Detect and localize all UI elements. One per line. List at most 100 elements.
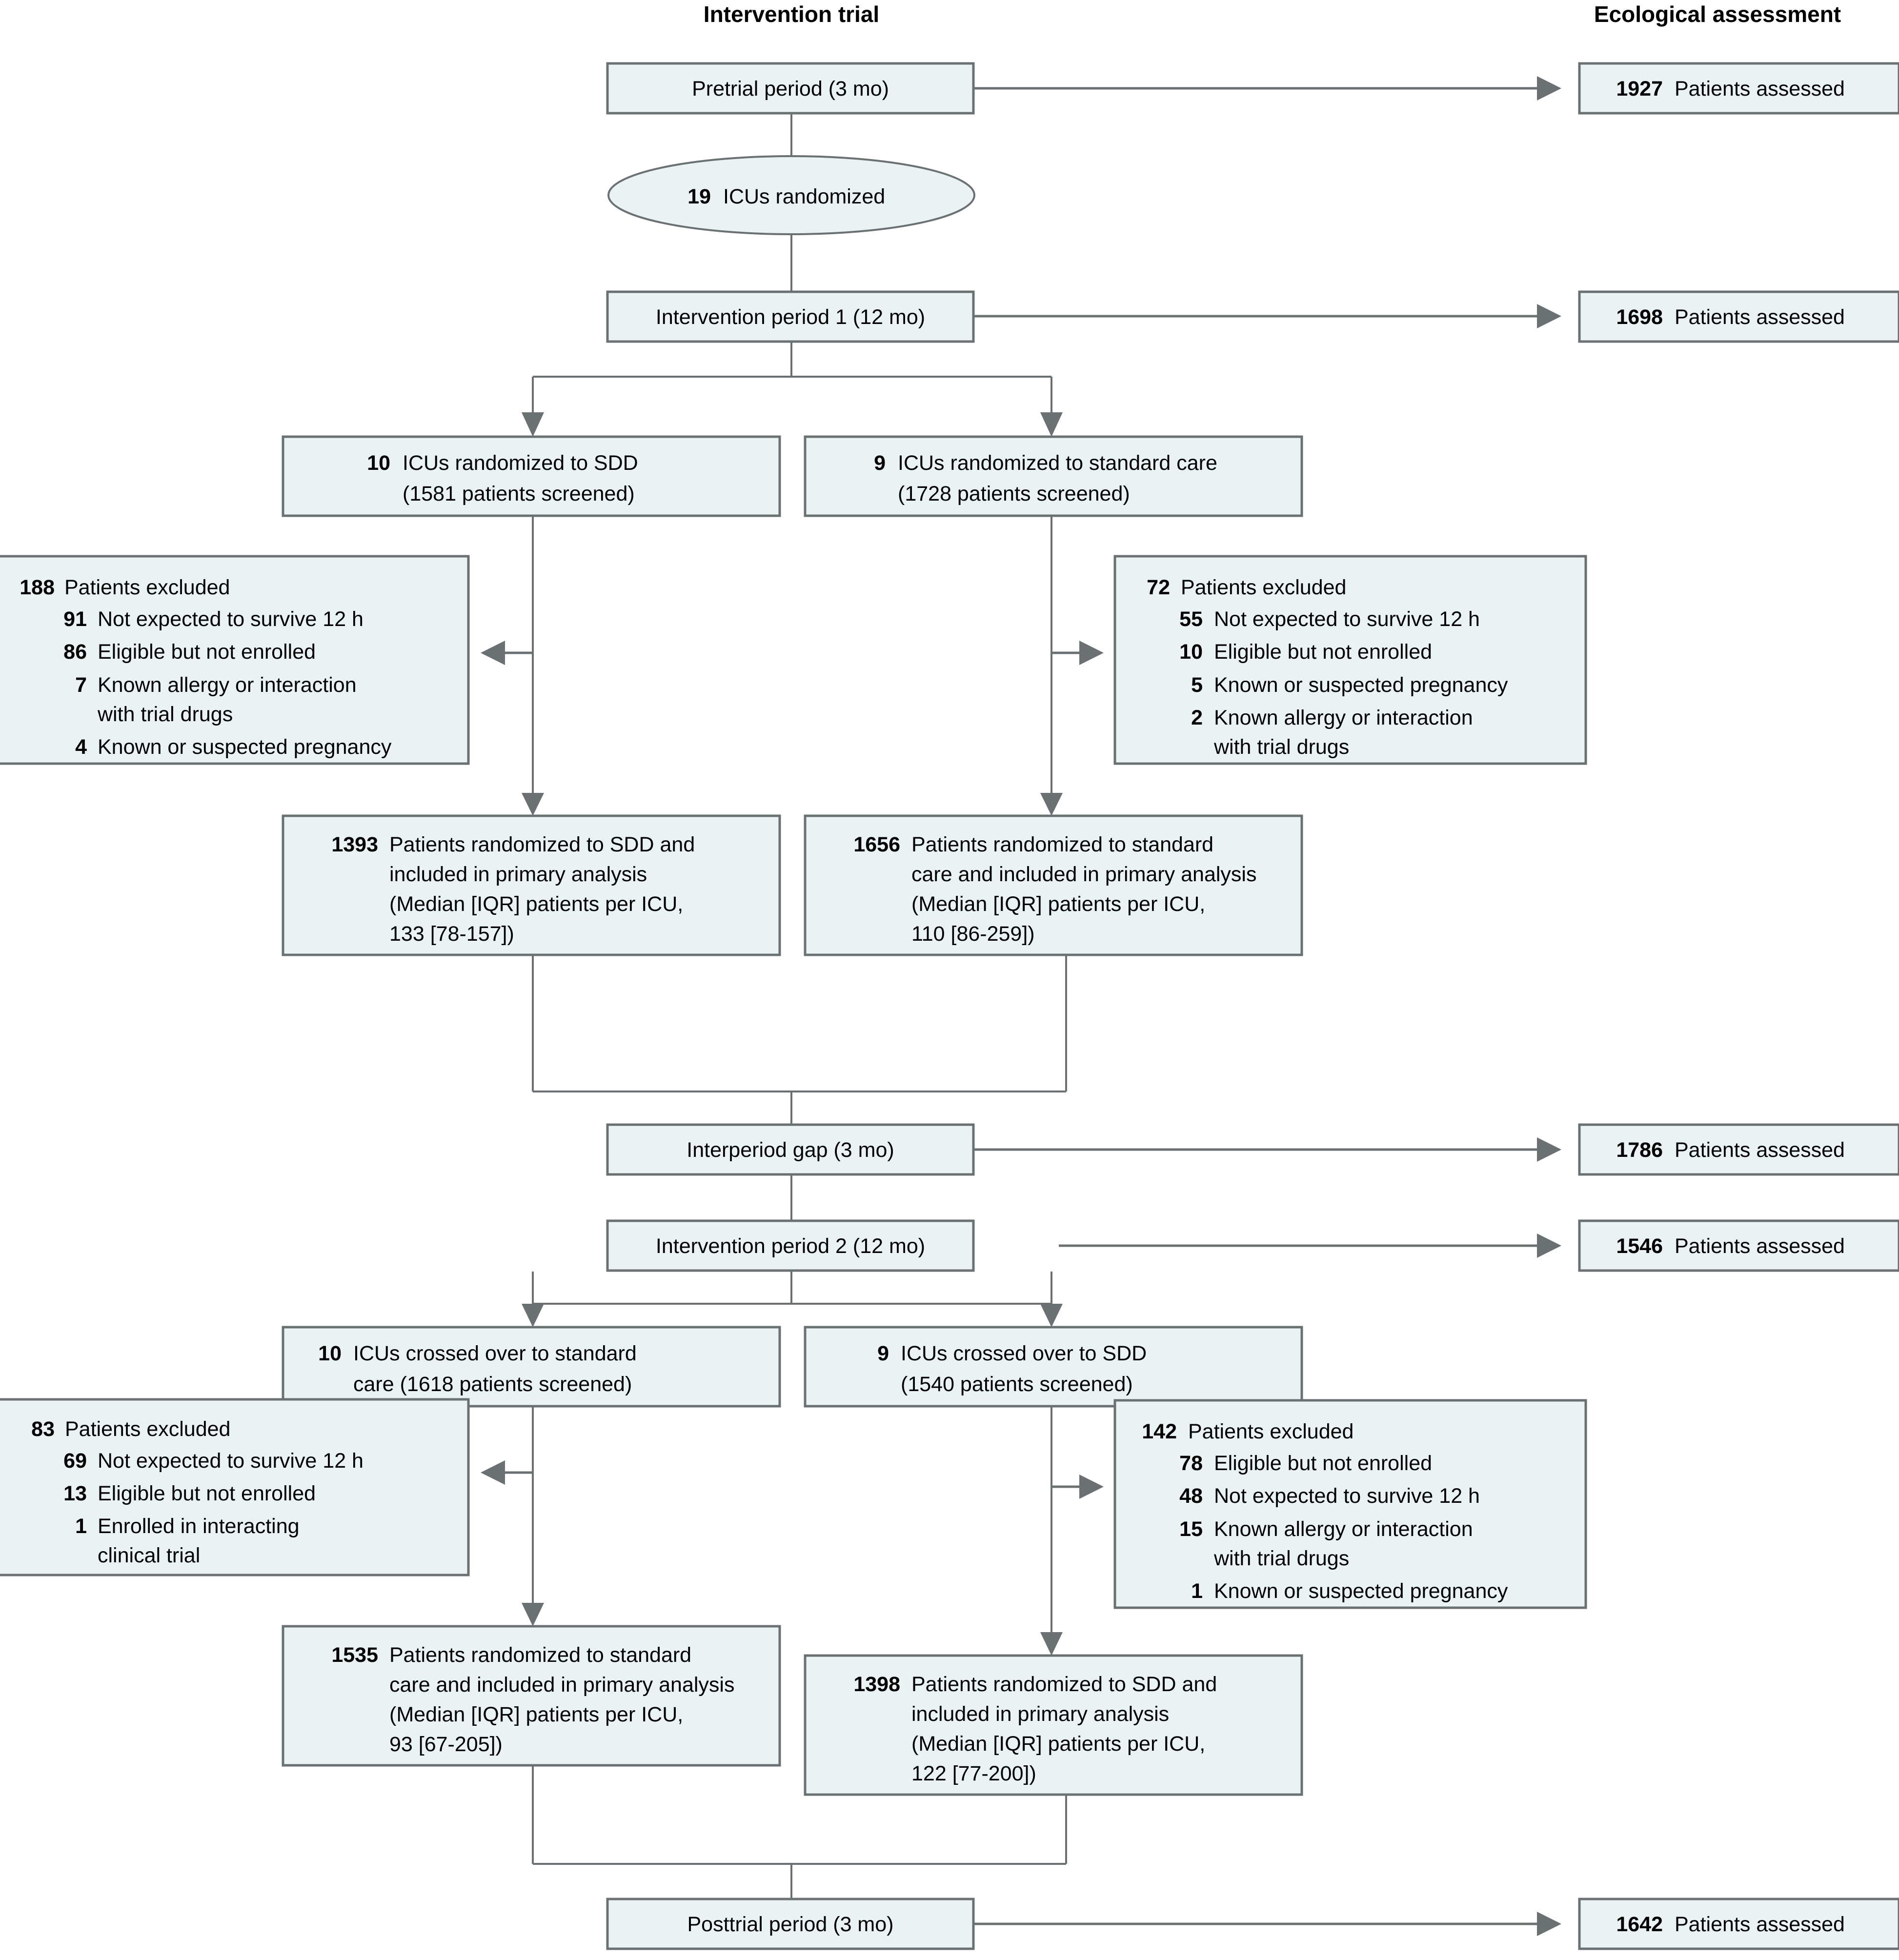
node-p1-sdd-icus-number: 10 — [367, 451, 390, 475]
connector-p1-merge-to-gap — [532, 955, 1067, 1126]
p1-sdd-analysis-line-0: Patients randomized to SDD and — [389, 833, 695, 856]
p1-sdd-exclusion-2-number: 7 — [75, 673, 87, 697]
p1-standard-exclusion-3-number: 2 — [1191, 706, 1203, 729]
p2-sdd-analysis-number: 1398 — [853, 1673, 900, 1696]
node-posttrial-period — [606, 1898, 975, 1950]
p1-sdd-exclusion-0-number: 91 — [63, 607, 87, 631]
p2-sdd-exclusion-0-label: Eligible but not enrolled — [1214, 1452, 1432, 1475]
arrowhead-p1-sdd-analysis — [522, 793, 544, 816]
node-p2-standard-analysis — [282, 1625, 781, 1767]
connector-p2-merge-to-posttrial — [532, 1765, 1067, 1900]
assessment-posttrial-number: 1642 — [1616, 1913, 1663, 1936]
assessment-period1-label: Patients assessed — [1675, 305, 1845, 329]
node-p2-sdd-icus-line1: ICUs crossed over to SDD — [901, 1342, 1147, 1365]
node-p1-standard-analysis — [804, 814, 1303, 956]
node-interperiod-gap-label: Interperiod gap (3 mo) — [687, 1138, 894, 1162]
node-p2-sdd-icus — [804, 1326, 1303, 1408]
node-p1-standard-icus-number: 9 — [874, 451, 886, 475]
node-p1-sdd-exclusions — [0, 555, 470, 765]
connector-period1-split — [532, 342, 1052, 412]
p1-sdd-analysis-line-1: included in primary analysis — [389, 863, 647, 886]
p1-standard-exclusions-total-number: 72 — [1147, 576, 1170, 599]
node-p2-sdd-exclusions — [1113, 1399, 1587, 1609]
node-assessment-pretrial — [1578, 62, 1899, 115]
p1-sdd-exclusion-0-label: Not expected to survive 12 h — [98, 607, 364, 631]
node-assessment-period2 — [1578, 1219, 1899, 1272]
node-p1-sdd-icus-line2: (1581 patients screened) — [403, 482, 635, 505]
p2-standard-exclusion-1-number: 13 — [63, 1482, 87, 1505]
p1-sdd-exclusion-2-label2: with trial drugs — [97, 703, 233, 726]
node-p2-standard-icus-line1: ICUs crossed over to standard — [353, 1342, 637, 1365]
assessment-posttrial-label: Patients assessed — [1675, 1913, 1845, 1936]
node-p2-standard-icus — [282, 1326, 781, 1408]
p1-sdd-analysis-line-2: (Median [IQR] patients per ICU, — [389, 892, 683, 916]
p2-sdd-exclusions-total-number: 142 — [1142, 1420, 1177, 1443]
p1-sdd-exclusion-1-label: Eligible but not enrolled — [98, 640, 316, 664]
p2-sdd-exclusion-2-number: 15 — [1179, 1517, 1203, 1541]
p1-standard-exclusions-total-label: Patients excluded — [1181, 576, 1346, 599]
node-icus-randomized-label: ICUs randomized — [723, 185, 885, 208]
p2-sdd-exclusion-2-label2: with trial drugs — [1213, 1547, 1349, 1570]
node-p1-standard-icus-line1: ICUs randomized to standard care — [898, 451, 1217, 475]
p1-standard-exclusion-2-label: Known or suspected pregnancy — [1214, 673, 1508, 697]
assessment-period1-number: 1698 — [1616, 305, 1663, 329]
p2-standard-exclusion-2-label: Enrolled in interacting — [98, 1515, 300, 1538]
assessment-period2-number: 1546 — [1616, 1234, 1663, 1258]
p1-sdd-analysis-line-3: 133 [78-157]) — [389, 922, 514, 946]
node-p2-sdd-icus-number: 9 — [877, 1342, 889, 1365]
p2-sdd-exclusion-3-number: 1 — [1191, 1579, 1203, 1603]
p2-sdd-exclusion-2-label: Known allergy or interaction — [1214, 1517, 1473, 1541]
node-posttrial-period-label: Posttrial period (3 mo) — [687, 1913, 894, 1936]
arrowhead-to-p2-sdd — [1040, 1304, 1063, 1327]
arrowhead-to-p2-standard — [522, 1304, 544, 1327]
node-p1-standard-icus-line2: (1728 patients screened) — [898, 482, 1130, 505]
assessment-pretrial-number: 1927 — [1616, 77, 1663, 101]
p1-standard-analysis-line-3: 110 [86-259]) — [911, 922, 1035, 946]
p1-standard-exclusion-1-label: Eligible but not enrolled — [1214, 640, 1432, 664]
p2-sdd-analysis-line-2: (Median [IQR] patients per ICU, — [911, 1732, 1205, 1756]
p2-sdd-exclusion-1-label: Not expected to survive 12 h — [1214, 1484, 1480, 1508]
arrowhead-p2-standard-analysis — [522, 1603, 544, 1626]
p2-standard-exclusion-2-number: 1 — [75, 1515, 87, 1538]
p1-standard-exclusion-2-number: 5 — [1191, 673, 1203, 697]
arrowhead-p1-standard-analysis — [1040, 793, 1063, 816]
p1-standard-exclusion-0-number: 55 — [1179, 607, 1203, 631]
p2-standard-exclusion-0-number: 69 — [63, 1449, 87, 1473]
p1-sdd-exclusion-1-number: 86 — [63, 640, 87, 664]
node-p1-sdd-analysis — [282, 814, 781, 956]
p1-sdd-exclusion-3-label: Known or suspected pregnancy — [98, 735, 392, 759]
node-p2-sdd-icus-line2: (1540 patients screened) — [901, 1373, 1133, 1396]
p1-sdd-exclusion-3-number: 4 — [75, 735, 87, 759]
p2-standard-exclusions-total-label: Patients excluded — [65, 1417, 230, 1441]
node-p1-sdd-icus — [282, 435, 781, 517]
p1-sdd-exclusion-2-label: Known allergy or interaction — [98, 673, 357, 697]
arrowhead-p2-sdd-analysis — [1040, 1632, 1063, 1656]
p2-standard-exclusion-1-label: Eligible but not enrolled — [98, 1482, 316, 1505]
p2-sdd-analysis-line-0: Patients randomized to SDD and — [911, 1673, 1217, 1696]
column-header-ecological-assessment: Ecological assessment — [1594, 1, 1841, 27]
p2-standard-analysis-line-2: (Median [IQR] patients per ICU, — [389, 1703, 683, 1726]
p1-standard-exclusion-0-label: Not expected to survive 12 h — [1214, 607, 1480, 631]
connector-period2-split-rail — [532, 1239, 1052, 1305]
p2-standard-exclusion-2-label2: clinical trial — [98, 1544, 200, 1567]
node-p2-standard-icus-line2: care (1618 patients screened) — [353, 1373, 632, 1396]
p2-standard-exclusions-total-number: 83 — [31, 1417, 55, 1441]
p1-standard-analysis-line-0: Patients randomized to standard — [911, 833, 1213, 856]
node-assessment-period1 — [1578, 290, 1899, 343]
node-pretrial-period-label: Pretrial period (3 mo) — [692, 77, 889, 101]
column-header-intervention-trial: Intervention trial — [704, 1, 879, 27]
node-intervention-period-1 — [606, 290, 975, 343]
node-p1-sdd-icus-line1: ICUs randomized to SDD — [403, 451, 638, 475]
p1-standard-exclusion-3-label: Known allergy or interaction — [1214, 706, 1473, 729]
p1-standard-analysis-line-1: care and included in primary analysis — [911, 863, 1256, 886]
assessment-gap-number: 1786 — [1616, 1138, 1663, 1162]
p2-standard-analysis-line-0: Patients randomized to standard — [389, 1643, 691, 1667]
p2-sdd-exclusions-total-label: Patients excluded — [1188, 1420, 1354, 1443]
node-intervention-period-2-redraw — [606, 1219, 975, 1272]
p1-standard-exclusion-3-label2: with trial drugs — [1213, 735, 1349, 759]
p2-sdd-analysis-line-1: included in primary analysis — [911, 1702, 1169, 1726]
node-p1-standard-icus — [804, 435, 1303, 517]
p2-sdd-exclusion-1-number: 48 — [1179, 1484, 1203, 1508]
p2-sdd-analysis-line-3: 122 [77-200]) — [911, 1762, 1036, 1785]
node-pretrial-period — [606, 62, 975, 115]
